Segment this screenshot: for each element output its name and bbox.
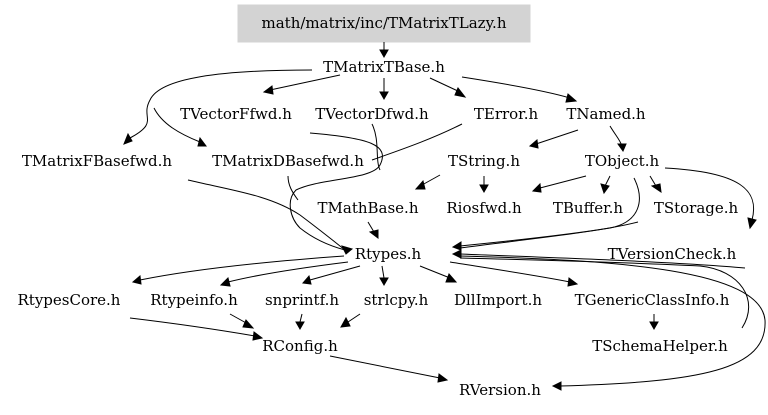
edge-arrowhead bbox=[451, 241, 462, 251]
edge bbox=[664, 167, 755, 221]
edge bbox=[421, 174, 441, 186]
edge bbox=[227, 261, 349, 283]
edge-arrowhead bbox=[368, 229, 379, 239]
edge-arrowhead bbox=[437, 373, 449, 383]
edge bbox=[649, 175, 657, 187]
edge-arrowhead bbox=[600, 183, 610, 195]
edge-arrowhead bbox=[302, 274, 312, 285]
edge-arrowhead bbox=[451, 249, 462, 259]
node-tbuffer[interactable]: TBuffer.h bbox=[553, 199, 624, 217]
node-tmatrixtbase[interactable]: TMatrixTBase.h bbox=[323, 58, 445, 76]
edge-arrowhead bbox=[379, 91, 389, 101]
edge-arrowhead bbox=[219, 277, 231, 287]
edge bbox=[459, 257, 750, 329]
edge bbox=[299, 313, 303, 323]
node-rversion[interactable]: RVersion.h bbox=[459, 381, 541, 399]
node-rconfig[interactable]: RConfig.h bbox=[262, 337, 338, 355]
node-tmathbase[interactable]: TMathBase.h bbox=[318, 199, 419, 217]
edge bbox=[139, 255, 345, 281]
node-rtypeinfo[interactable]: Rtypeinfo.h bbox=[150, 291, 238, 309]
node-tschemahelper[interactable]: TSchemaHelper.h bbox=[592, 337, 728, 355]
edge-arrowhead bbox=[242, 319, 255, 329]
edge-arrowhead bbox=[123, 132, 133, 145]
edge-arrowhead bbox=[531, 182, 542, 193]
root-node[interactable]: math/matrix/inc/TMatrixTLazy.h bbox=[262, 14, 507, 32]
edge-arrowhead bbox=[650, 183, 662, 194]
edge-arrowhead bbox=[262, 85, 274, 95]
node-tmatrixdbasefwd[interactable]: TMatrixDBasefwd.h bbox=[212, 152, 364, 170]
edges bbox=[123, 42, 766, 391]
edge bbox=[129, 317, 256, 337]
edge bbox=[347, 313, 361, 323]
node-strlcpy[interactable]: strlcpy.h bbox=[364, 291, 429, 309]
edge bbox=[535, 129, 579, 145]
edge-arrowhead bbox=[379, 49, 389, 59]
node-tvectorffwd[interactable]: TVectorFfwd.h bbox=[180, 105, 292, 123]
edge-arrowhead bbox=[341, 245, 354, 255]
nodes: TMatrixTBase.h TVectorFfwd.h TVectorDfwd… bbox=[18, 58, 739, 399]
node-riosfwd[interactable]: Riosfwd.h bbox=[446, 199, 522, 217]
node-dllimport[interactable]: DllImport.h bbox=[454, 291, 542, 309]
edge-arrowhead bbox=[565, 93, 578, 103]
node-tgenericclassinfo[interactable]: TGenericClassInfo.h bbox=[575, 291, 730, 309]
edge bbox=[604, 175, 611, 187]
edge bbox=[381, 265, 385, 279]
edge-arrowhead bbox=[197, 136, 207, 147]
edge bbox=[539, 175, 587, 189]
edge bbox=[371, 123, 463, 161]
edge bbox=[461, 76, 571, 99]
edge bbox=[153, 107, 201, 143]
edge-arrowhead bbox=[379, 277, 389, 287]
edge bbox=[187, 179, 346, 251]
edge-arrowhead bbox=[747, 217, 757, 230]
edge-arrowhead bbox=[479, 184, 489, 194]
edge-arrowhead bbox=[445, 273, 458, 283]
edge-arrowhead bbox=[414, 179, 426, 190]
edge bbox=[371, 123, 381, 171]
edge-arrowhead bbox=[340, 316, 351, 328]
edge bbox=[429, 77, 461, 93]
node-rtypescore[interactable]: RtypesCore.h bbox=[18, 291, 121, 309]
edge-arrowhead bbox=[252, 331, 264, 341]
node-tmatrixfbasefwd[interactable]: TMatrixFBasefwd.h bbox=[22, 152, 172, 170]
edge bbox=[309, 265, 361, 281]
edge bbox=[609, 125, 623, 147]
edge bbox=[289, 132, 383, 251]
edge bbox=[459, 255, 766, 387]
edge bbox=[269, 74, 341, 91]
edge bbox=[459, 221, 639, 249]
node-tvectordfwd[interactable]: TVectorDfwd.h bbox=[315, 105, 429, 123]
edge bbox=[419, 265, 451, 279]
edge-arrowhead bbox=[131, 275, 142, 285]
node-tversioncheck[interactable]: TVersionCheck.h bbox=[608, 245, 737, 263]
edge bbox=[129, 69, 313, 139]
node-terror[interactable]: TError.h bbox=[474, 105, 539, 123]
edge bbox=[449, 261, 571, 283]
edge-arrowhead bbox=[295, 321, 305, 331]
edge-arrowhead bbox=[617, 143, 627, 153]
node-tnamed[interactable]: TNamed.h bbox=[566, 105, 646, 123]
node-snprintf[interactable]: snprintf.h bbox=[265, 291, 339, 309]
edge-arrowhead bbox=[454, 87, 467, 98]
edge-arrowhead bbox=[649, 321, 659, 331]
node-tobject[interactable]: TObject.h bbox=[585, 152, 660, 170]
edge bbox=[329, 355, 441, 379]
root-node-box bbox=[237, 4, 531, 43]
edge bbox=[459, 253, 746, 269]
edge bbox=[367, 221, 375, 233]
node-tstring[interactable]: TString.h bbox=[448, 152, 520, 170]
edge-arrowhead bbox=[528, 139, 539, 149]
edge-arrowhead bbox=[551, 381, 562, 391]
edge-arrowhead bbox=[567, 277, 579, 287]
node-rtypes[interactable]: Rtypes.h bbox=[355, 245, 422, 263]
edge bbox=[287, 175, 299, 201]
node-tstorage[interactable]: TStorage.h bbox=[654, 199, 739, 217]
